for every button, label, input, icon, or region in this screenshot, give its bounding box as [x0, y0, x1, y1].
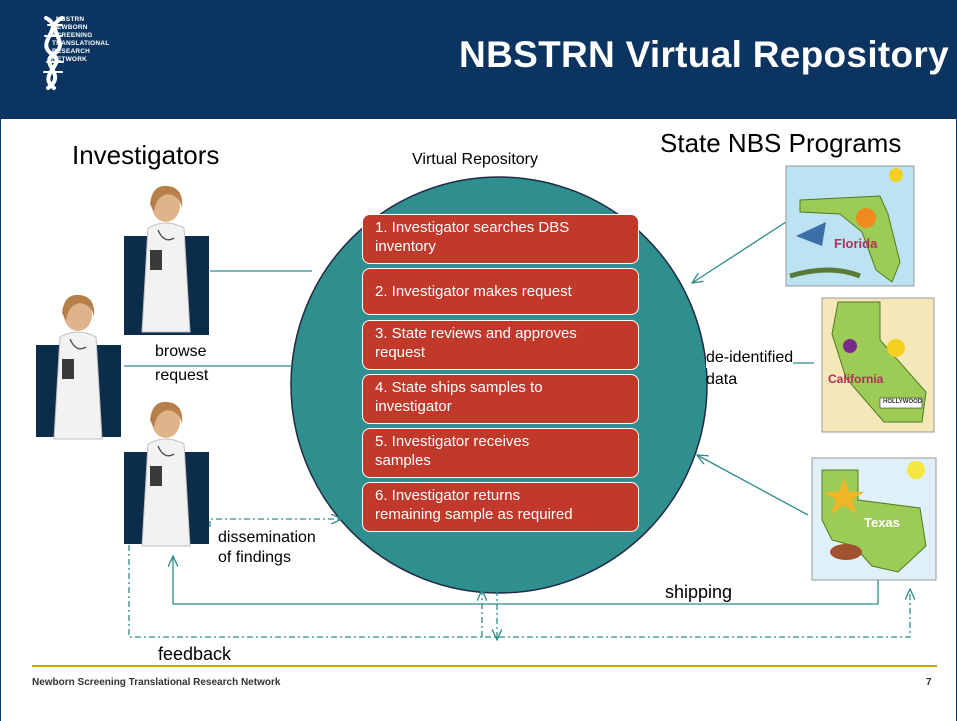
step-1-box: 1. Investigator searches DBS inventory — [362, 214, 639, 264]
investigator-figure-2 — [36, 294, 121, 440]
logo-line: TRANSLATIONAL — [52, 40, 110, 47]
logo-line: SCREENING — [52, 32, 93, 39]
feedback-label: feedback — [158, 644, 232, 664]
dissemination-arrow — [209, 519, 342, 527]
investigator-figure-1 — [124, 185, 209, 335]
logo-line: RESEARCH — [52, 48, 91, 55]
florida-map-image — [785, 165, 915, 287]
step-1-line-1: 1. Investigator searches DBS — [375, 219, 570, 236]
step-6-line-1: 6. Investigator returns — [375, 487, 521, 504]
texas-label: Texas — [864, 515, 900, 530]
step-1-line-2: inventory — [375, 238, 436, 255]
dissemination-label: dissemination — [218, 529, 316, 546]
page-title: NBSTRN Virtual Repository — [459, 34, 949, 75]
browse-label: browse — [155, 343, 207, 360]
texas-arrow — [697, 455, 809, 516]
step-4-box: 4. State ships samples to investigator — [362, 374, 639, 424]
logo-line: NEWBORN — [52, 24, 88, 31]
footer-rule — [32, 665, 937, 667]
nbstrn-logo — [43, 16, 64, 90]
florida-arrow — [692, 221, 787, 283]
investigator-figure-3 — [124, 401, 209, 547]
page-number: 7 — [926, 677, 932, 688]
state-programs-heading: State NBS Programs — [660, 128, 902, 158]
step-3-box: 3. State reviews and approves request — [362, 320, 639, 370]
request-label: request — [155, 367, 209, 384]
hollywood-sign: HOLLYWOOD — [883, 399, 923, 405]
header-bar — [0, 0, 957, 119]
step-6-box: 6. Investigator returns remaining sample… — [362, 482, 639, 532]
step-3-line-1: 3. State reviews and approves — [375, 325, 577, 342]
texas-map-image — [811, 457, 937, 581]
step-4-line-1: 4. State ships samples to — [375, 379, 543, 396]
logo-line: NETWORK — [52, 56, 87, 63]
data-label: data — [706, 371, 738, 388]
step-4-line-2: investigator — [375, 398, 452, 415]
dna-helix-icon — [43, 16, 64, 90]
step-5-line-2: samples — [375, 452, 431, 469]
step-2-line-1: 2. Investigator makes request — [375, 283, 572, 300]
left-border — [0, 119, 1, 721]
footer-text: Newborn Screening Translational Research… — [32, 677, 281, 688]
repository-label: Virtual Repository — [412, 151, 538, 168]
california-map-image — [821, 297, 935, 433]
step-5-box: 5. Investigator receives samples — [362, 428, 639, 478]
step-3-line-2: request — [375, 344, 426, 361]
shipping-label: shipping — [665, 582, 733, 602]
step-6-line-2: remaining sample as required — [375, 506, 573, 523]
logo-wordmark: NBSTRN NEWBORN SCREENING TRANSLATIONAL R… — [48, 16, 109, 64]
deidentified-label: de-identified — [706, 348, 794, 368]
step-2-box: 2. Investigator makes request — [362, 268, 639, 315]
feedback-arrow — [128, 545, 910, 638]
investigators-heading: Investigators — [72, 140, 220, 170]
step-5-line-1: 5. Investigator receives — [375, 433, 530, 450]
shipping-arrow — [173, 556, 879, 605]
florida-label: Florida — [834, 236, 878, 251]
california-label: California — [828, 372, 884, 386]
logo-line: NBSTRN — [56, 16, 85, 23]
of-findings-label: of findings — [218, 549, 291, 566]
